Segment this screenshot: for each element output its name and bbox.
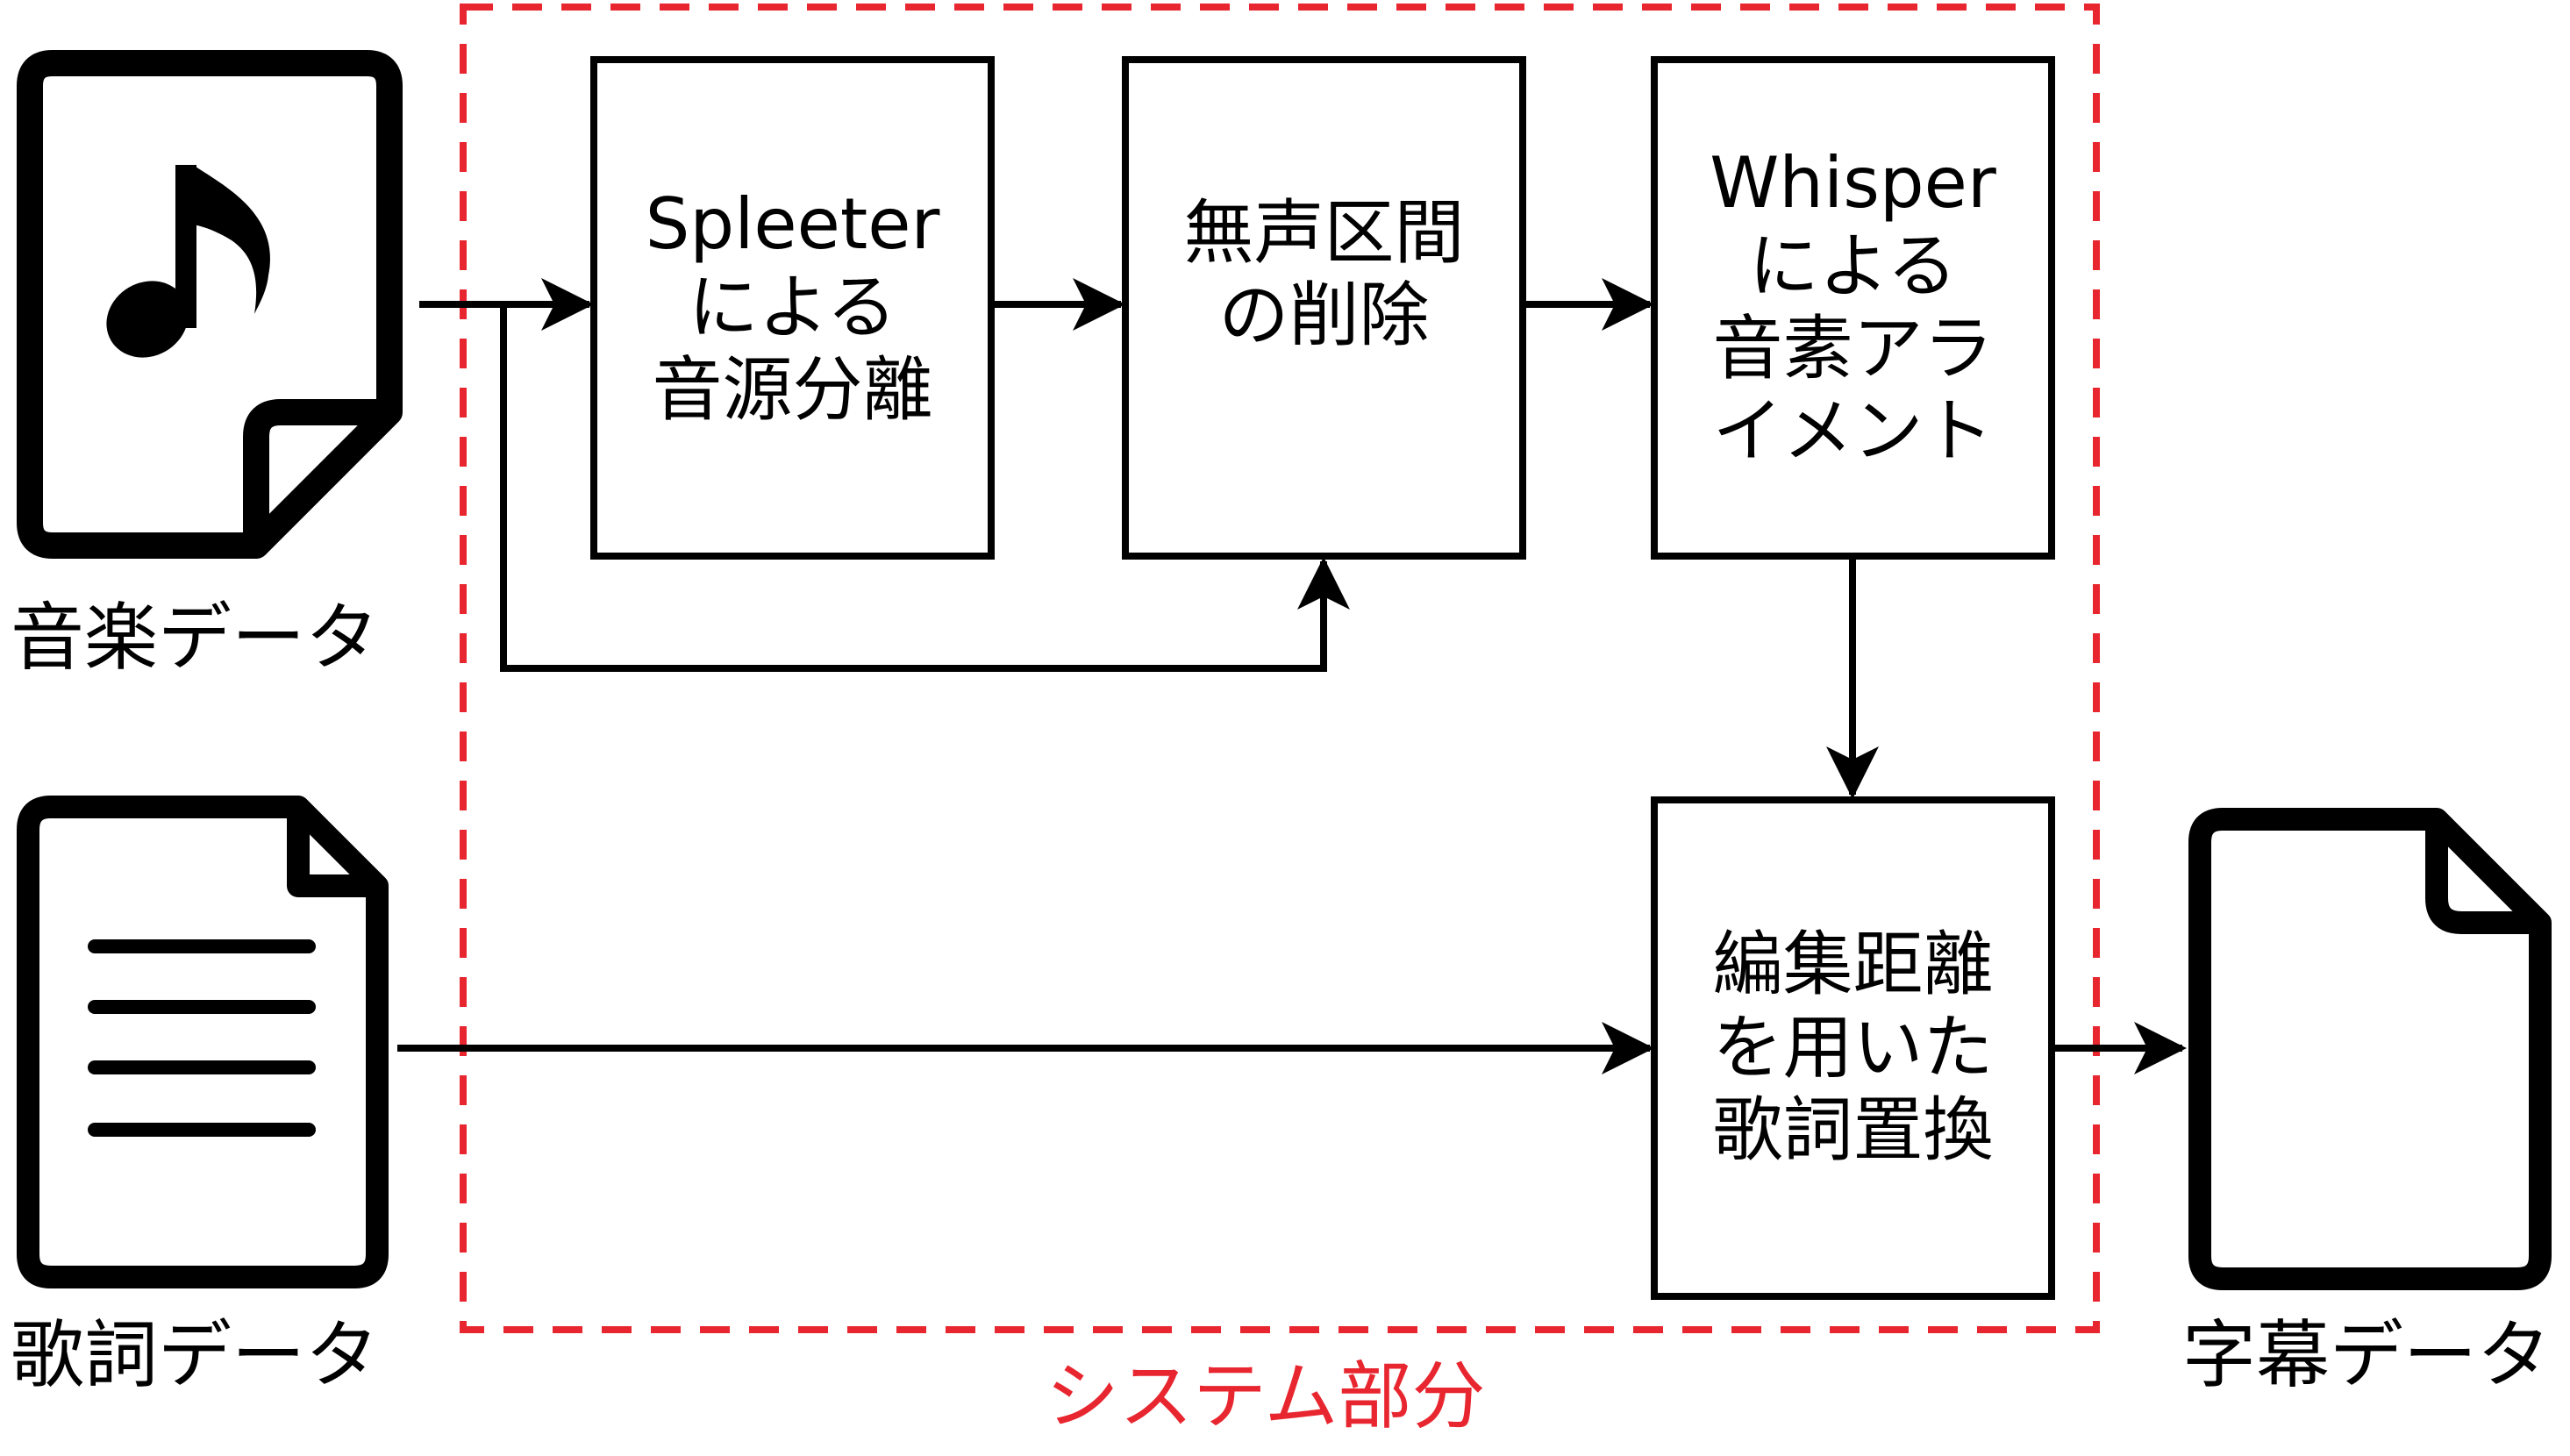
spleeter-box xyxy=(590,56,995,560)
silence-line-1: 無声区間 xyxy=(1183,191,1465,274)
spleeter-box-text: Spleeter による 音源分離 xyxy=(597,63,988,553)
system-part-label: システム部分 xyxy=(1046,1353,1486,1439)
spleeter-line-3: 音源分離 xyxy=(652,349,933,432)
music-note-file-icon xyxy=(17,50,403,559)
lyrics-replace-box xyxy=(1651,796,2055,1300)
silence-removal-box xyxy=(1122,56,1526,560)
subtitle-data-label: 字幕データ xyxy=(2182,1312,2552,1398)
spleeter-line-1: Spleeter xyxy=(645,183,940,266)
replace-line-3: 歌詞置換 xyxy=(1712,1089,1994,1172)
lyrics-data-label: 歌詞データ xyxy=(11,1312,380,1398)
music-data-label: 音楽データ xyxy=(11,595,380,681)
silence-removal-box-text: 無声区間 の削除 xyxy=(1129,63,1519,486)
whisper-line-1: Whisper xyxy=(1710,142,1996,225)
text-document-icon xyxy=(17,796,389,1288)
whisper-line-3: 音素アラ xyxy=(1712,308,1994,389)
whisper-box xyxy=(1651,56,2055,560)
spleeter-line-2: による xyxy=(688,266,897,348)
whisper-line-4: イメント xyxy=(1712,390,1994,473)
blank-document-icon xyxy=(2188,808,2552,1290)
replace-line-2: を用いた xyxy=(1712,1006,1994,1088)
silence-line-2: の削除 xyxy=(1218,275,1430,356)
replace-line-1: 編集距離 xyxy=(1712,924,1994,1006)
lyrics-replace-box-text: 編集距離 を用いた 歌詞置換 xyxy=(1658,803,2048,1293)
whisper-box-text: Whisper による 音素アラ イメント xyxy=(1658,63,2048,553)
whisper-line-2: による xyxy=(1748,225,1958,307)
arrow-music-bypass-to-silence xyxy=(500,304,1350,672)
